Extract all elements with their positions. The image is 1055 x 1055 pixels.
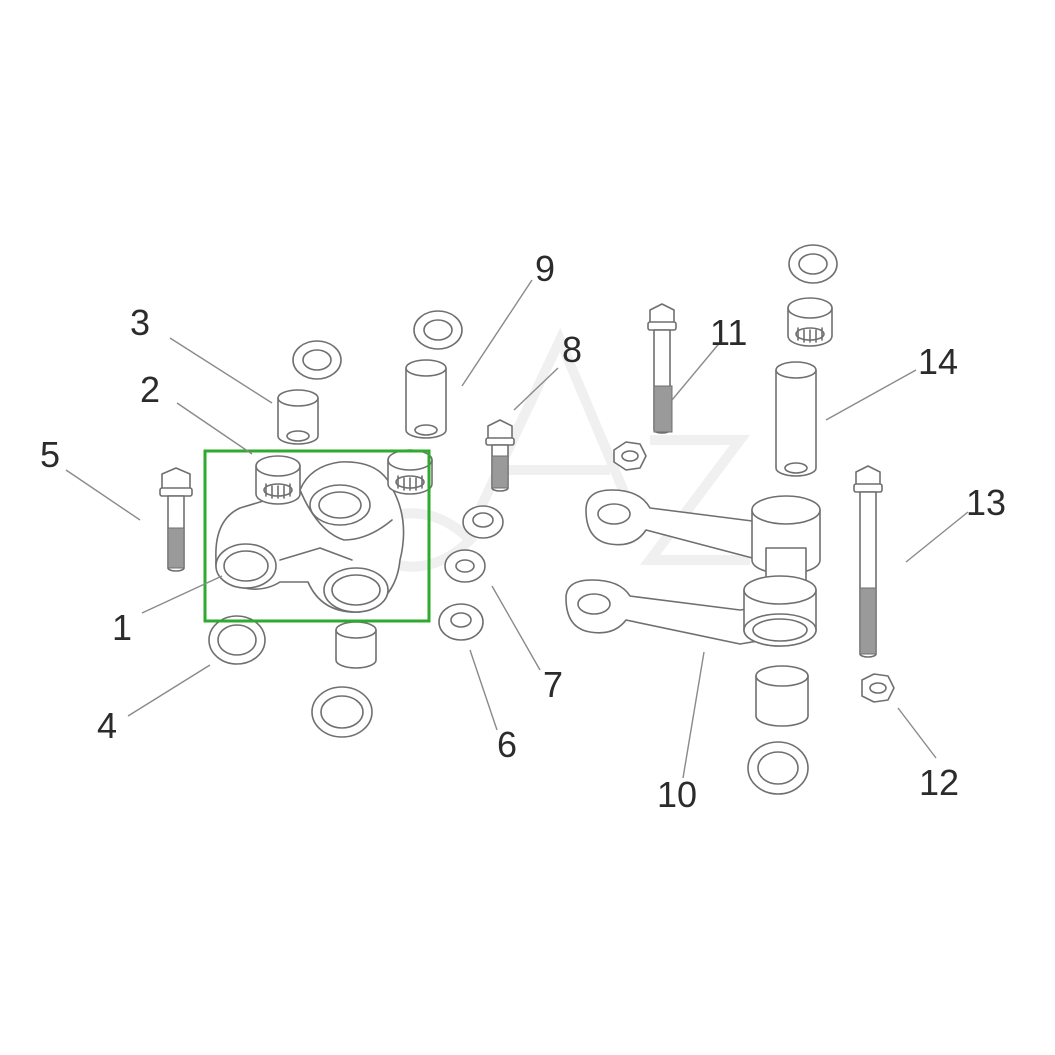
part-13-bolt (853, 465, 883, 658)
highlight-box (203, 449, 431, 623)
bushing-lower-right (755, 665, 809, 727)
bushing-lower-center (335, 621, 377, 669)
leader-lines (65, 279, 969, 779)
washer-bottom-right (747, 741, 809, 795)
long-bushing-center (405, 359, 447, 439)
label-part-1: 1 (112, 607, 132, 648)
part-4-ring (208, 615, 266, 665)
label-part-5: 5 (40, 434, 60, 475)
part-3-bushing (277, 389, 319, 445)
label-part-8: 8 (562, 329, 582, 370)
part-6-seal (438, 603, 484, 641)
label-part-3: 3 (130, 302, 150, 343)
part-7-seal (444, 505, 504, 583)
label-part-14: 14 (918, 341, 958, 382)
needle-bearing-top-right (787, 297, 833, 347)
washer-bottom-center (311, 686, 373, 738)
label-part-12: 12 (919, 762, 959, 803)
nut-left (613, 441, 647, 471)
part-1-link (215, 461, 405, 613)
part-2-needle-bearing (255, 455, 301, 505)
washer-top-left (292, 340, 342, 380)
part-14-bushing (775, 361, 817, 477)
label-part-2: 2 (140, 369, 160, 410)
part-10-links (565, 489, 821, 647)
part-12-nut (861, 673, 895, 703)
part-number-labels: 1 2 3 4 5 6 7 8 9 10 11 12 13 14 (40, 248, 1006, 815)
label-part-11: 11 (710, 312, 747, 353)
label-part-10: 10 (657, 774, 697, 815)
label-part-7: 7 (543, 664, 563, 705)
watermark (375, 327, 750, 572)
label-part-4: 4 (97, 705, 117, 746)
part-8-bolt (485, 419, 515, 492)
washer-top-right (788, 244, 838, 284)
label-part-13: 13 (966, 482, 1006, 523)
part-5-bolt (159, 467, 193, 572)
label-part-6: 6 (497, 724, 517, 765)
part-11-bolt (647, 303, 677, 434)
washer-top-center (413, 310, 463, 350)
needle-bearing-right (387, 449, 433, 495)
label-part-9: 9 (535, 248, 555, 289)
